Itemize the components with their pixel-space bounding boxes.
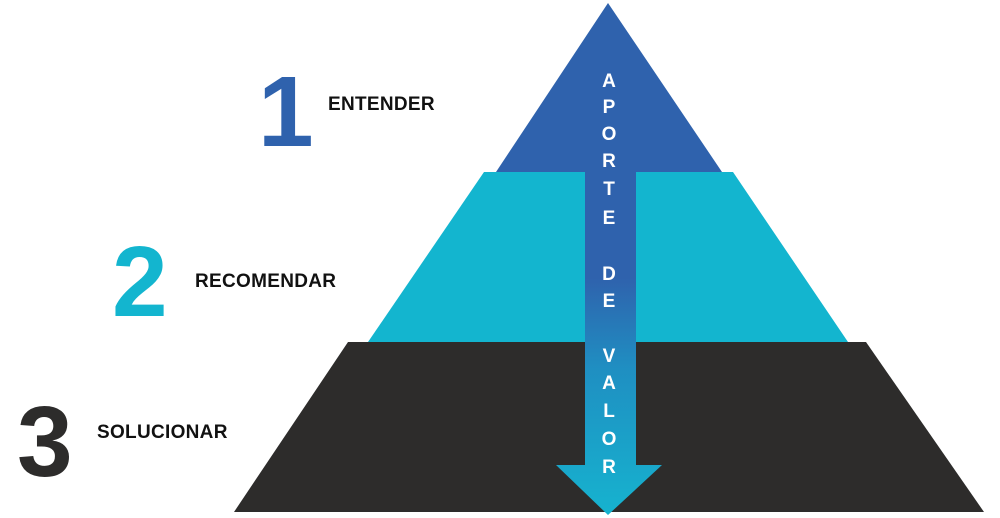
arrow-letter: E [603, 291, 616, 312]
arrow-letter: A [602, 373, 616, 394]
arrow-letter: D [602, 264, 616, 285]
arrow-letter: T [603, 179, 615, 200]
arrow-letter: E [603, 208, 616, 229]
arrow-letter: R [602, 151, 616, 172]
arrow-letter: L [603, 401, 615, 422]
level-1-number: 1 [258, 56, 314, 168]
arrow-letter: P [603, 97, 616, 118]
level-1-label: ENTENDER [328, 94, 435, 115]
pyramid-tier-top [496, 3, 722, 172]
arrow-letter: R [602, 457, 616, 478]
level-3-number: 3 [17, 386, 73, 498]
level-2-label: RECOMENDAR [195, 271, 337, 292]
level-2-number: 2 [112, 226, 168, 338]
level-3-label: SOLUCIONAR [97, 422, 228, 443]
arrow-letter: A [602, 71, 616, 92]
arrow-letter: O [602, 124, 617, 145]
arrow-letter: V [603, 346, 616, 367]
value-arrow [556, 150, 662, 515]
arrow-letter: O [602, 429, 617, 450]
